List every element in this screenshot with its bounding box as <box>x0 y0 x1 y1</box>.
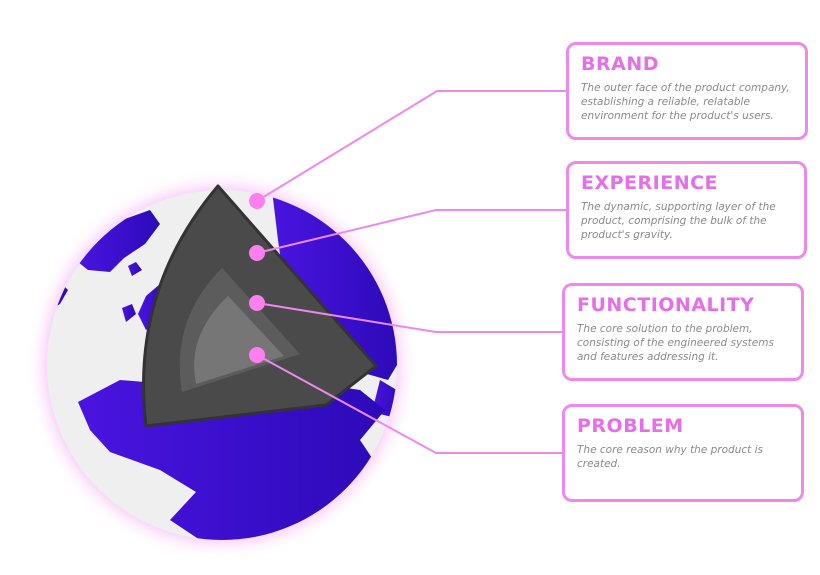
callout-brand-line-1: The outer face of the product company, <box>581 82 790 94</box>
callout-brand: BRAND The outer face of the product comp… <box>566 42 808 140</box>
connector-experience <box>256 209 566 254</box>
callout-brand-line-3: environment for the product's users. <box>581 110 774 122</box>
callout-problem-description: The core reason why the product is creat… <box>577 443 789 471</box>
callout-experience-line-1: The dynamic, supporting layer of the <box>581 201 776 213</box>
callout-problem-line-2: created. <box>577 458 621 470</box>
callout-problem-title: PROBLEM <box>577 415 684 437</box>
callout-functionality-line-2: consisting of the engineered systems <box>577 337 774 349</box>
callout-experience-title: EXPERIENCE <box>581 172 719 194</box>
layer-problem <box>194 296 284 384</box>
connector-functionality <box>256 302 562 333</box>
marker-functionality <box>249 295 265 311</box>
marker-brand <box>249 193 265 209</box>
callout-functionality-line-1: The core solution to the problem, <box>577 323 753 335</box>
marker-experience <box>249 245 265 261</box>
callout-experience-line-3: product's gravity. <box>581 229 673 241</box>
connector-problem <box>256 354 562 454</box>
callout-brand-line-2: establishing a reliable, relatable <box>581 96 750 108</box>
callout-functionality-line-3: and features addressing it. <box>577 351 719 363</box>
layer-markers <box>249 193 265 363</box>
callout-problem-line-1: The core reason why the product is <box>577 444 763 456</box>
callout-functionality: FUNCTIONALITY The core solution to the p… <box>562 283 804 381</box>
callout-brand-description: The outer face of the product company, e… <box>581 81 793 123</box>
callout-brand-title: BRAND <box>581 53 659 75</box>
connector-lines <box>256 90 566 454</box>
callout-functionality-description: The core solution to the problem, consis… <box>577 322 789 364</box>
callout-experience-description: The dynamic, supporting layer of the pro… <box>581 200 792 242</box>
callout-functionality-title: FUNCTIONALITY <box>577 294 755 316</box>
callout-experience-line-2: product, comprising the bulk of the <box>581 215 767 227</box>
callout-experience: EXPERIENCE The dynamic, supporting layer… <box>566 161 807 259</box>
marker-problem <box>249 347 265 363</box>
connector-brand <box>256 90 566 202</box>
callout-problem: PROBLEM The core reason why the product … <box>562 404 804 502</box>
